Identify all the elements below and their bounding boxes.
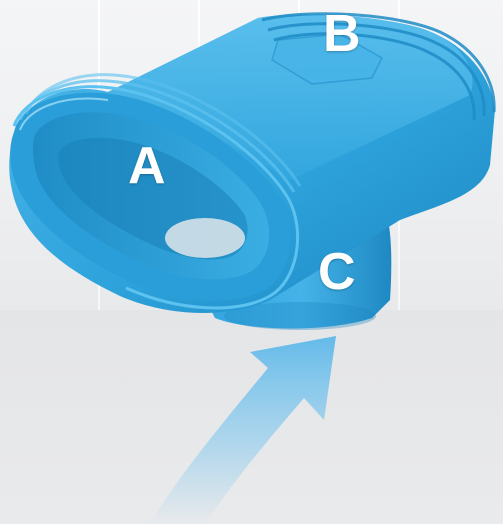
airflow-arrow-icon bbox=[150, 336, 336, 524]
label-c: C bbox=[318, 246, 356, 298]
label-b: B bbox=[323, 8, 361, 60]
label-a: A bbox=[128, 140, 166, 192]
